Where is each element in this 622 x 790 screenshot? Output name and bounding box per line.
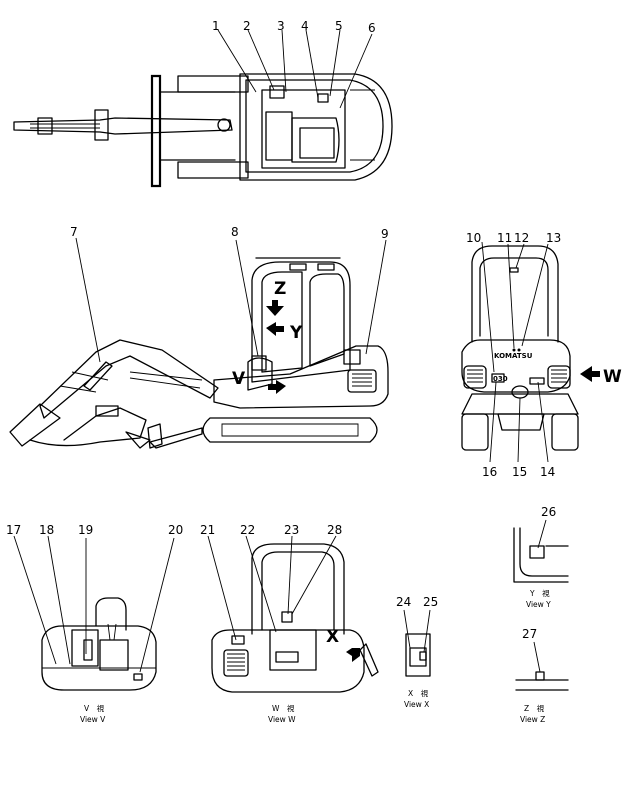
callout-13: 13 <box>546 231 561 245</box>
callout-12: 12 <box>514 231 529 245</box>
rear-model-decal: 030 <box>493 375 508 383</box>
view-w-caption-jp: W 視 <box>272 704 295 713</box>
callout-5: 5 <box>335 19 343 33</box>
callout-10: 10 <box>466 231 481 245</box>
callout-26: 26 <box>541 505 556 519</box>
callout-25: 25 <box>423 595 438 609</box>
callout-16: 16 <box>482 465 497 479</box>
callout-27: 27 <box>522 627 537 641</box>
callout-9: 9 <box>381 227 389 241</box>
view-v-caption-jp: V 視 <box>84 704 105 713</box>
callout-6: 6 <box>368 21 376 35</box>
direction-arrows <box>266 300 600 662</box>
top-plan-view <box>13 73 393 188</box>
rear-brand-decal: KOMATSU <box>494 352 533 360</box>
view-y-caption: View Y <box>526 600 551 609</box>
callout-24: 24 <box>396 595 411 609</box>
callout-19: 19 <box>78 523 93 537</box>
callout-21: 21 <box>200 523 215 537</box>
view-v-drawing <box>41 597 157 691</box>
callout-2: 2 <box>243 19 251 33</box>
callout-3: 3 <box>277 19 285 33</box>
view-y-caption-jp: Y 視 <box>529 589 550 598</box>
view-w-drawing <box>211 543 379 693</box>
side-view <box>9 257 389 449</box>
view-z-caption-jp: Z 視 <box>524 704 545 713</box>
view-x-caption: View X <box>404 700 429 709</box>
arrow-label-w: W <box>603 367 622 387</box>
view-v-caption: View V <box>80 715 106 724</box>
callout-18: 18 <box>39 523 54 537</box>
callout-23: 23 <box>284 523 299 537</box>
view-y-drawing <box>513 519 569 583</box>
callout-4: 4 <box>301 19 309 33</box>
arrow-label-z: Z <box>274 279 286 299</box>
callout-20: 20 <box>168 523 183 537</box>
view-w-caption: View W <box>268 715 296 724</box>
arrow-label-v: V <box>232 369 246 389</box>
arrow-label-y: Y <box>289 323 303 343</box>
callout-8: 8 <box>231 225 239 239</box>
callout-15: 15 <box>512 465 527 479</box>
callout-22: 22 <box>240 523 255 537</box>
callout-1: 1 <box>212 19 220 33</box>
view-z-caption: View Z <box>520 715 545 724</box>
callout-11: 11 <box>497 231 512 245</box>
callout-17: 17 <box>6 523 21 537</box>
callout-7: 7 <box>70 225 78 239</box>
callout-28: 28 <box>327 523 342 537</box>
view-x-drawing <box>403 609 431 677</box>
rear-view <box>461 245 579 451</box>
arrow-label-x: X <box>326 627 339 647</box>
view-z-drawing <box>515 641 569 691</box>
callout-14: 14 <box>540 465 555 479</box>
view-x-caption-jp: X 視 <box>408 689 429 698</box>
